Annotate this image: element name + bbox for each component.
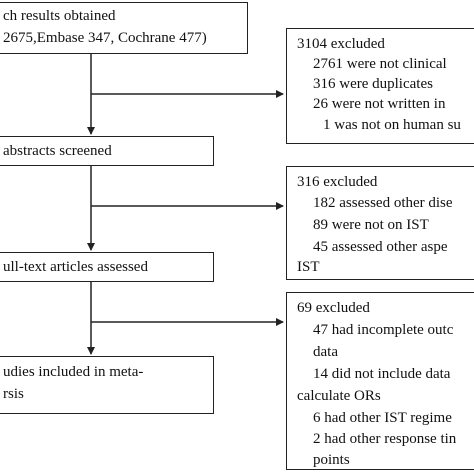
exclusion-box-1: 3104 excluded 2761 were not clinical 316…: [286, 28, 474, 144]
exclusion-1-item: 2761 were not clinical: [313, 56, 447, 72]
fulltext-assessed-label: ull-text articles assessed: [3, 259, 148, 275]
search-results-line2: 2675,Embase 347, Cochrane 477): [3, 30, 207, 46]
exclusion-2-item: IST: [297, 259, 320, 275]
exclusion-3-item: data: [313, 344, 338, 360]
exclusion-1-item: 26 were not written in: [313, 96, 446, 112]
exclusion-3-item: calculate ORs: [297, 388, 381, 404]
studies-included-box: udies included in meta- rsis: [0, 356, 214, 414]
exclusion-3-header: 69 excluded: [297, 300, 370, 316]
studies-included-line1: udies included in meta-: [3, 364, 144, 380]
exclusion-1-item: 1 was not on human su: [323, 117, 461, 133]
studies-included-line2: rsis: [3, 386, 24, 402]
exclusion-3-item: 2 had other response tin: [313, 431, 457, 447]
exclusion-3-item: 47 had incomplete outc: [313, 322, 454, 338]
search-results-line1: ch results obtained: [3, 8, 116, 24]
exclusion-1-item: 316 were duplicates: [313, 76, 433, 92]
exclusion-3-item: points: [313, 452, 350, 468]
exclusion-box-3: 69 excluded 47 had incomplete outc data …: [286, 292, 474, 470]
fulltext-assessed-box: ull-text articles assessed: [0, 252, 214, 282]
exclusion-3-item: 14 did not include data: [313, 366, 451, 382]
abstracts-screened-label: abstracts screened: [3, 143, 112, 159]
abstracts-screened-box: abstracts screened: [0, 136, 214, 166]
exclusion-3-item: 6 had other IST regime: [313, 410, 452, 426]
exclusion-box-2: 316 excluded 182 assessed other dise 89 …: [286, 166, 474, 280]
exclusion-2-item: 182 assessed other dise: [313, 195, 453, 211]
exclusion-2-header: 316 excluded: [297, 174, 378, 190]
exclusion-2-item: 45 assessed other aspe: [313, 239, 448, 255]
search-results-box: ch results obtained 2675,Embase 347, Coc…: [0, 2, 248, 54]
exclusion-2-item: 89 were not on IST: [313, 217, 429, 233]
exclusion-1-header: 3104 excluded: [297, 36, 385, 52]
